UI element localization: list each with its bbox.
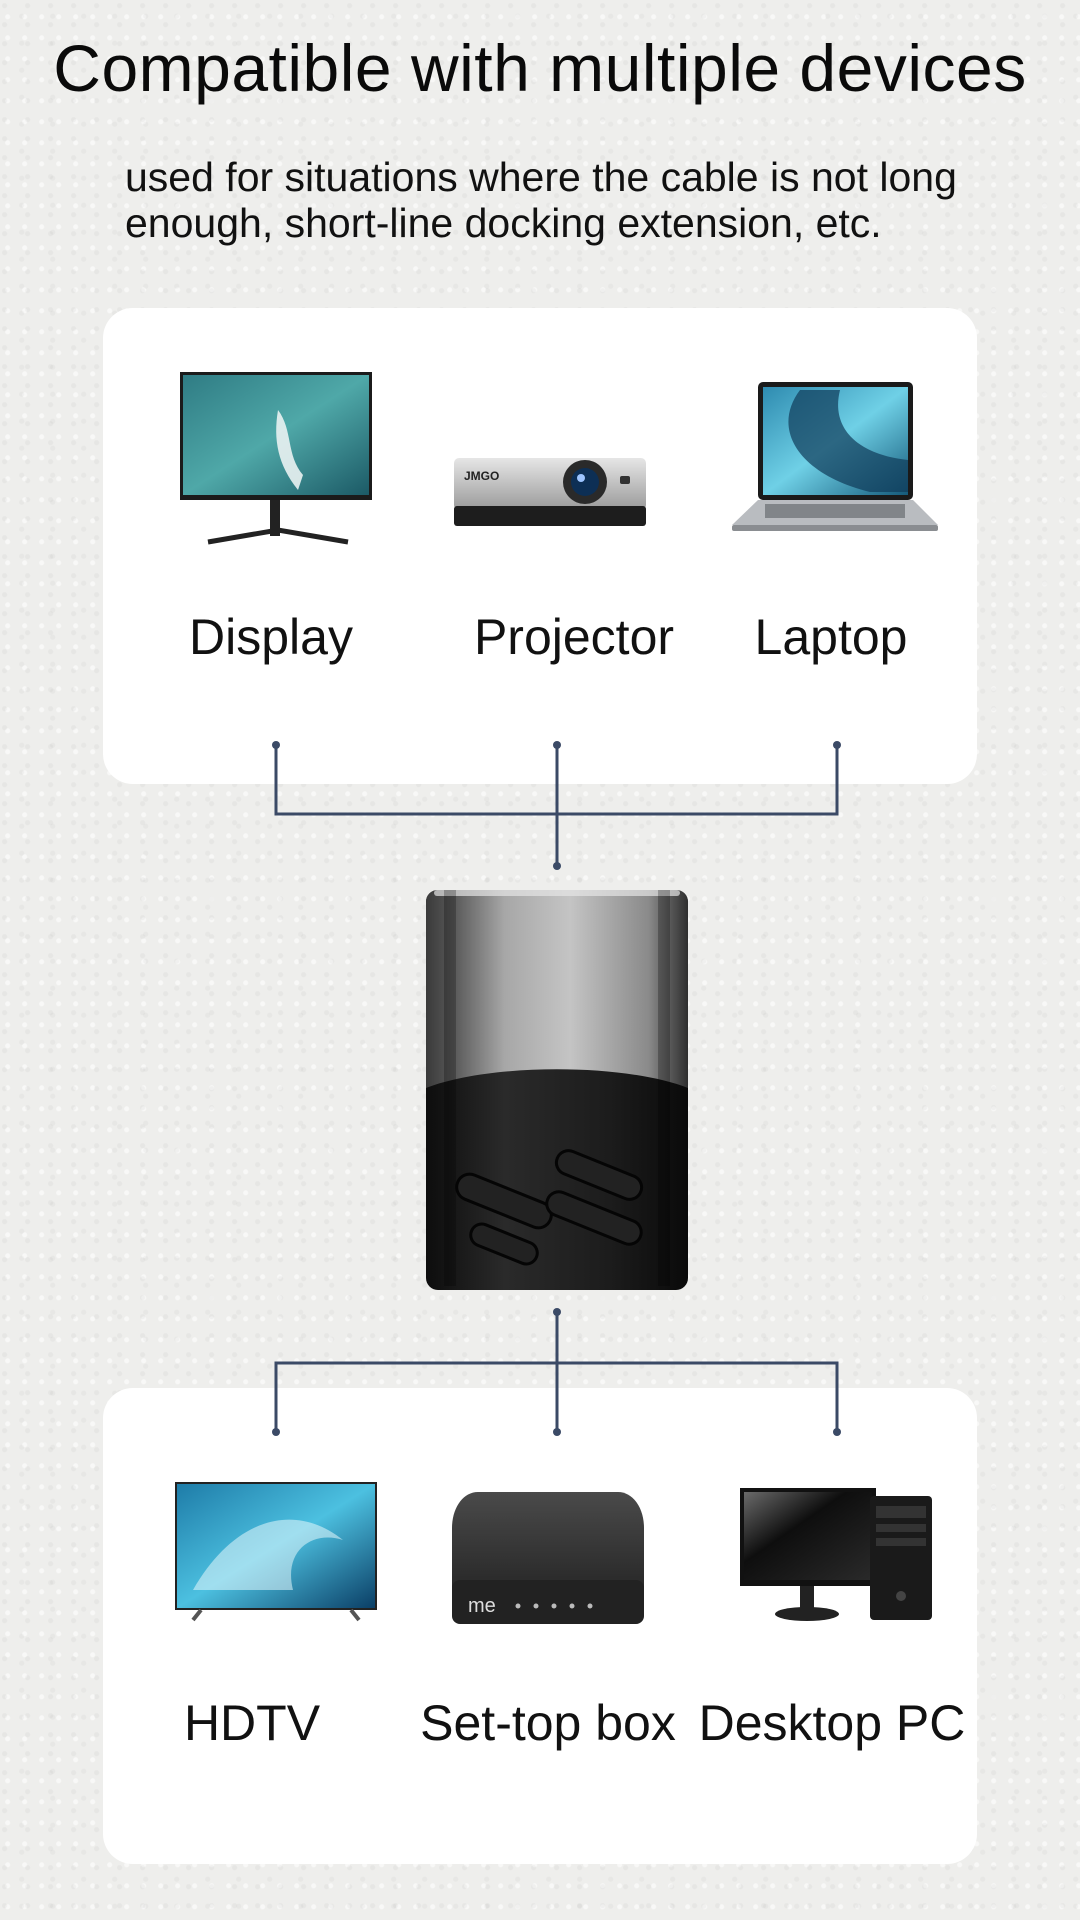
monitor-icon xyxy=(178,370,378,550)
projector-icon: JMGO xyxy=(450,450,650,540)
device-label-projector: Projector xyxy=(473,609,675,665)
tv-icon xyxy=(173,1480,379,1635)
desktop-pc-icon xyxy=(738,1486,938,1631)
device-label-desktop-pc: Desktop PC xyxy=(698,1695,966,1751)
bottom-device-card xyxy=(103,1388,977,1864)
device-label-hdtv: HDTV xyxy=(183,1695,321,1751)
settop-box-icon: me xyxy=(448,1488,648,1633)
device-label-display: Display xyxy=(189,609,353,665)
device-label-settop-box: Set-top box xyxy=(420,1695,676,1751)
settop-box-logo: me xyxy=(468,1595,496,1617)
device-label-laptop: Laptop xyxy=(754,609,908,665)
page-subtitle: used for situations where the cable is n… xyxy=(125,154,957,246)
svg-text:JMGO: JMGO xyxy=(464,469,499,483)
laptop-icon xyxy=(730,380,940,555)
adapter-icon xyxy=(424,888,690,1297)
page-title: Compatible with multiple devices xyxy=(53,31,1027,105)
